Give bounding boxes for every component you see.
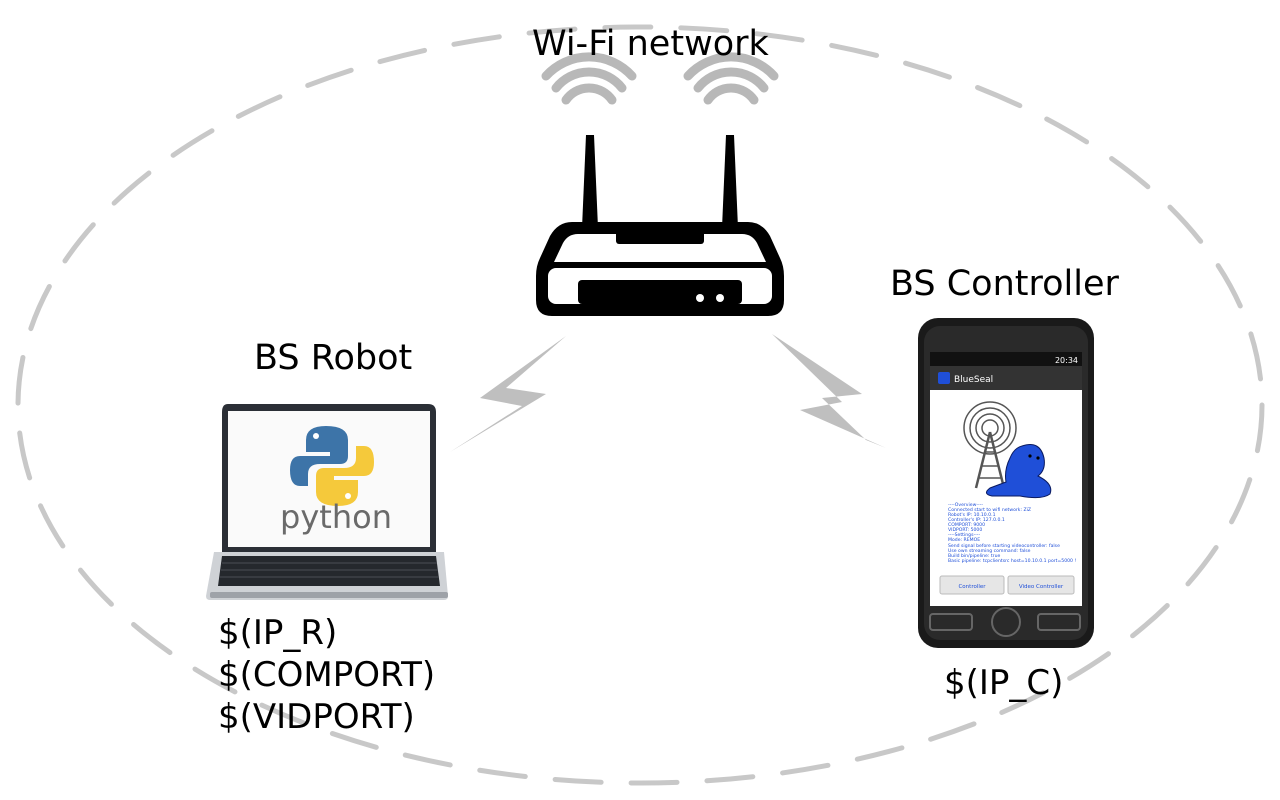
python-logo-icon xyxy=(290,426,374,506)
phone-status-time: 20:34 xyxy=(1055,356,1078,365)
controller-title: BS Controller xyxy=(890,264,1119,304)
phone-controller-button[interactable] xyxy=(939,575,1005,595)
network-title: Wi-Fi network xyxy=(532,24,769,64)
robot-variable-comport: $(COMPORT) xyxy=(218,655,436,695)
signal-bolt-right xyxy=(772,334,886,448)
controller-variable-ip: $(IP_C) xyxy=(944,663,1064,703)
signal-bolt-left xyxy=(450,336,566,452)
phone-info-line: Build bin/pipeline: true xyxy=(948,553,1000,559)
phone-video-controller-button[interactable] xyxy=(1007,575,1075,595)
wifi-signal-icon-left xyxy=(541,52,637,105)
phone-info-line: Mode: REMOE xyxy=(948,537,980,543)
robot-variables: $(IP_R) $(COMPORT) $(VIDPORT) xyxy=(218,612,435,738)
phone-controller-button-label: Controller xyxy=(958,584,986,590)
network-boundary xyxy=(15,24,1265,786)
phone-info-line: ----Overview---- xyxy=(948,502,983,508)
phone-info-line: COMPORT: 9000 xyxy=(948,522,985,528)
router-icon xyxy=(536,135,784,316)
robot-variable-ip: $(IP_R) xyxy=(218,613,338,653)
phone-info-line: ----Settings---- xyxy=(948,532,980,538)
robot-variable-vidport: $(VIDPORT) xyxy=(218,697,415,737)
python-logo-text: python xyxy=(280,498,392,536)
phone-info-line: Basic pipeline: tcpclientsrc host=10.10.… xyxy=(948,558,1076,564)
controller-variables: $(IP_C) xyxy=(944,662,1063,704)
phone-info-line: Use own streaming command: false xyxy=(948,548,1031,554)
radio-tower-icon xyxy=(963,401,1017,489)
phone-info-line: Robot's IP: 10.10.0.1 xyxy=(948,512,996,518)
phone-info-text: ----Overview---- Connected start to wifi… xyxy=(948,502,1076,564)
wifi-signal-icon-right xyxy=(683,52,779,105)
phone-info-line: Connected start to wifi network: ZiZ xyxy=(948,507,1031,513)
phone-video-controller-button-label: Video Controller xyxy=(1019,584,1064,590)
phone-info-line: VIDPORT: 5000 xyxy=(948,527,982,533)
robot-title: BS Robot xyxy=(254,338,413,378)
seal-mascot-icon xyxy=(986,444,1052,499)
phone-info-line: Send signal before starting videocontrol… xyxy=(948,543,1060,549)
phone-app-name: BlueSeal xyxy=(954,375,993,385)
phone-info-line: Controller's IP: 127.0.0.1 xyxy=(948,517,1005,523)
